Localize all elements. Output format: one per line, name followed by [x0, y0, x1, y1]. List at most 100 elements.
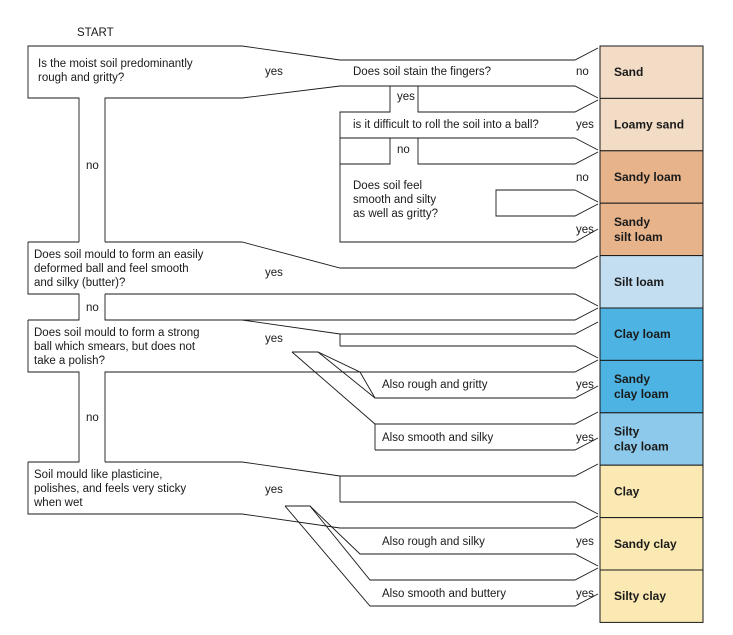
answer-label: no [86, 412, 99, 424]
q4-text: Soil mould like plasticine, polishes, an… [33, 469, 189, 509]
soil-class-label-line: Clay [614, 484, 640, 498]
q4-line-2: polishes, and feels very sticky [34, 483, 186, 495]
answer-label: yes [576, 119, 594, 131]
soil-class-label-line: Clay loam [614, 327, 671, 341]
q3-no-trunk [104, 371, 242, 462]
q3a-line-top2 [292, 351, 599, 373]
q1-box-line [27, 45, 242, 242]
answer-label: yes [576, 432, 594, 444]
q4b-text: Also smooth and buttery [382, 588, 506, 600]
q3b-text: Also smooth and silky [382, 432, 493, 444]
q3-line-2: ball which smears, but does not [34, 341, 196, 353]
soil-class-label: Silty clay [614, 589, 666, 603]
soil-class-box [599, 464, 704, 519]
soil-class-box [599, 97, 704, 152]
q2-no-right [104, 294, 599, 321]
soil-class-box [599, 255, 704, 309]
q1b-yes-arrow [574, 137, 599, 151]
soil-class-label-line: Silty clay [614, 589, 666, 603]
soil-class-label: Silt loam [614, 275, 664, 289]
soil-class-box [599, 307, 704, 361]
q4b-fan-inner [309, 505, 599, 581]
soil-class-label-line: Sandy [614, 215, 650, 229]
answer-label: no [576, 66, 589, 78]
q1-text: Is the moist soil predominantly rough an… [38, 58, 196, 84]
q2-box-top-right [105, 241, 599, 269]
soil-class-label-line: Loamy sand [614, 118, 684, 132]
soil-class-label-line: Sandy [614, 372, 650, 386]
q4-line-1: Soil mould like plasticine, [34, 469, 162, 481]
q3-line-1: Does soil mould to form a strong [34, 327, 200, 339]
answer-label: no [86, 160, 99, 172]
soil-class-label: Sandy clay [614, 537, 677, 551]
soil-class-label-line: Sandy clay [614, 537, 677, 551]
q1c-line-2: smooth and silty [353, 194, 436, 206]
q2-line-3: and silky (butter)? [34, 277, 125, 289]
soil-class-box [599, 150, 704, 204]
soil-class-label: Sandy loam [614, 170, 681, 184]
flow-connectors [27, 45, 599, 607]
soil-class-box [599, 412, 704, 466]
q1b-text: is it difficult to roll the soil into a … [353, 119, 539, 131]
q2-line-1: Does soil mould to form an easily [34, 249, 204, 261]
answer-label: yes [576, 588, 594, 600]
q4a-text: Also rough and silky [382, 536, 485, 548]
soil-class-label: Sand [614, 65, 643, 79]
q1-yes-bottom [241, 85, 599, 99]
soil-class-label-line: Sand [614, 65, 643, 79]
q1a-yes-left [339, 86, 599, 243]
soil-class-box [599, 517, 704, 571]
q1-line-2: rough and gritty? [38, 72, 124, 84]
soil-class-label: Clay loam [614, 327, 671, 341]
soil-class-label: Loamy sand [614, 118, 684, 132]
q1a-yes-right [417, 86, 599, 113]
answer-label: yes [265, 333, 283, 345]
q1-no-trunk [104, 97, 242, 242]
q3b-line-bottom2 [317, 351, 376, 399]
answer-label: no [86, 302, 99, 314]
soil-class-label-line: silt loam [614, 230, 663, 244]
answer-label: no [397, 144, 410, 156]
answer-label: yes [397, 91, 415, 103]
answer-labels: yes no no yes yes no no yes yes no yes n… [86, 66, 594, 600]
q1b-no-right [417, 138, 599, 165]
answer-label: yes [576, 379, 594, 391]
q2-box-left [27, 242, 80, 321]
answer-label: yes [265, 66, 283, 78]
q2-line-2: deformed ball and feel smooth [34, 263, 189, 275]
soil-class-box [599, 569, 704, 623]
q3-line-3: take a polish? [34, 355, 105, 367]
q3-yes-split [340, 345, 599, 359]
soil-class-label-line: clay loam [614, 440, 669, 454]
questions: Is the moist soil predominantly rough an… [33, 58, 539, 600]
soil-class-label-line: Silty [614, 425, 640, 439]
answer-label: yes [576, 536, 594, 548]
answer-label: yes [265, 484, 283, 496]
q1c-text: Does soil feel smooth and silty as well … [353, 180, 439, 220]
q3a-text: Also rough and gritty [382, 379, 488, 391]
q3-text: Does soil mould to form a strong ball wh… [34, 327, 203, 367]
q3b-to-silty [375, 437, 599, 451]
soil-class-label-line: Silt loam [614, 275, 664, 289]
q1-line-1: Is the moist soil predominantly [38, 58, 193, 70]
q2-text: Does soil mould to form an easily deform… [34, 249, 207, 289]
answer-label: no [576, 172, 589, 184]
q3-yes-top [241, 319, 599, 335]
answer-label: yes [576, 224, 594, 236]
q1c-no-arrow [574, 189, 599, 203]
q1c-line-1: Does soil feel [353, 180, 422, 192]
q1c-branch [495, 189, 599, 217]
answer-label: yes [265, 267, 283, 279]
q4-box-top-right [105, 461, 599, 477]
q1-yes-top [241, 45, 599, 61]
q4a-fan-upper [285, 505, 599, 567]
soil-class-label: Clay [614, 484, 640, 498]
soil-class-box [599, 359, 704, 414]
q3b-line-bottom [291, 351, 599, 425]
soil-class-label-line: Sandy loam [614, 170, 681, 184]
q4-box-bottom [27, 462, 599, 529]
